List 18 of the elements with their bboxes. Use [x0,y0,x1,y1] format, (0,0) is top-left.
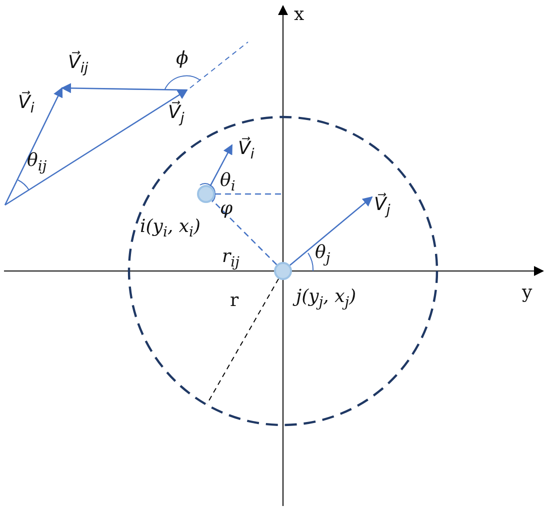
angle-label: φ [220,200,233,218]
radius-label: r [230,292,239,310]
angle-label: ϕ [176,50,188,68]
vector-label: V⃗$_{ij}$ [68,50,88,76]
velocity-arrow [290,196,373,266]
point-label: i(y$_{i}$, x$_{i}$) [140,218,201,240]
velocity-arrow [210,144,233,186]
axis-label: x [294,6,304,24]
angle-label: θ$_{j}$ [315,244,330,266]
axis-label: y [522,284,532,302]
vector-label: V⃗$_{i}$ [18,90,34,116]
point-marker [197,185,215,203]
angle-label: θ$_{ij}$ [27,152,47,174]
vector-label: V⃗$_{j}$ [168,100,184,126]
angle-label: θ$_{i}$ [220,172,236,194]
edge-label: V⃗$_{j}$ [374,192,390,218]
point-marker [274,262,292,280]
reference-line [215,193,283,195]
